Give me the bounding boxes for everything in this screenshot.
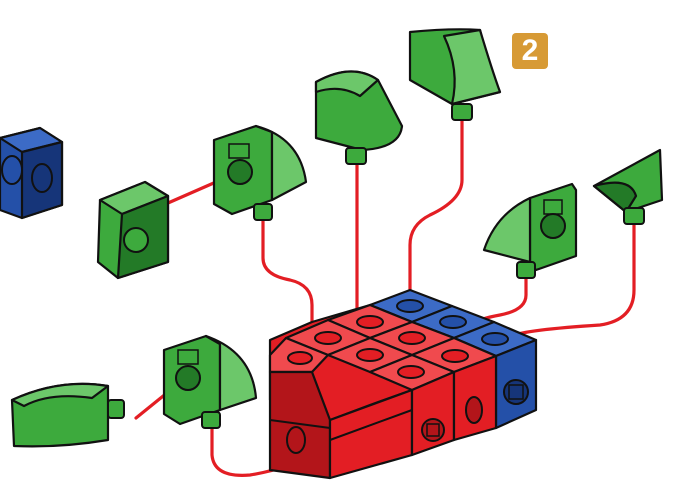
step-badge-icon: 2	[512, 33, 548, 69]
green-ramp-icon	[410, 29, 500, 120]
green-curved-roof-icon	[12, 384, 124, 447]
green-ramp-icon	[594, 150, 662, 224]
base-assembly	[270, 290, 536, 478]
step-number: 2	[522, 34, 539, 67]
green-wedge-icon	[164, 336, 256, 428]
green-wedge-icon	[98, 182, 168, 278]
green-curved-roof-icon	[316, 71, 402, 164]
green-wedge-icon	[214, 126, 306, 220]
green-wedge-icon	[484, 184, 576, 278]
blue-cube-partial-icon	[0, 128, 62, 218]
